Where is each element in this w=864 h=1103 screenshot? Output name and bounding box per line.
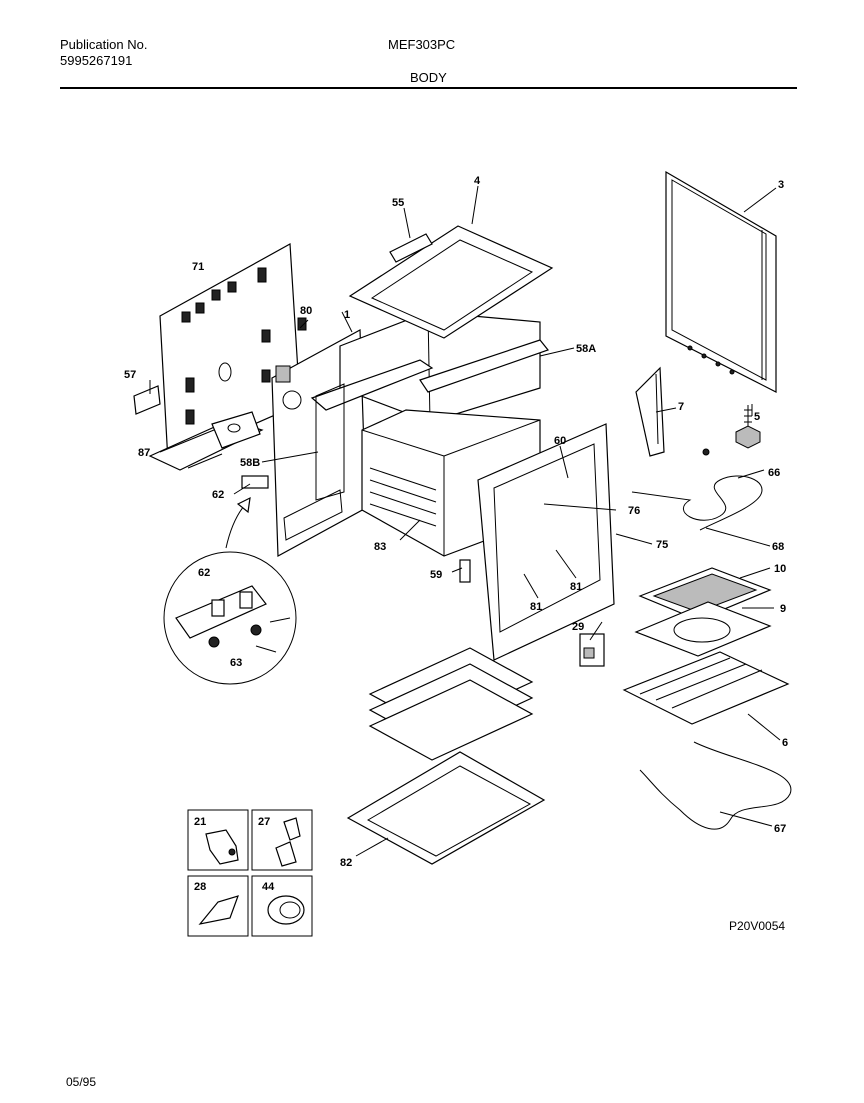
callout-58a: 58A — [576, 343, 596, 355]
callout-83: 83 — [374, 541, 386, 553]
model-number: MEF303PC — [388, 37, 456, 52]
callout-28: 28 — [194, 881, 206, 893]
callout-57: 57 — [124, 369, 136, 381]
callout-27: 27 — [258, 816, 270, 828]
callout-71: 71 — [192, 261, 204, 273]
clip-part — [297, 317, 307, 331]
latch-part — [579, 633, 605, 667]
drawing-code: P20V0054 — [729, 919, 786, 933]
part-28-icon — [198, 895, 239, 925]
hinge-part — [635, 366, 665, 457]
part-27-icon — [275, 817, 301, 867]
part-21-icon — [205, 829, 239, 865]
callout-3: 3 — [778, 179, 784, 191]
inset-boxes — [187, 809, 313, 937]
callout-21: 21 — [194, 816, 206, 828]
callout-67: 67 — [774, 823, 786, 835]
broil-pan-grid-part — [638, 567, 772, 621]
cover-plate-part — [133, 385, 161, 415]
front-frame-part — [477, 423, 615, 661]
callout-58b: 58B — [240, 457, 260, 469]
wire-harness-part — [639, 741, 792, 830]
callout-80: 80 — [300, 305, 312, 317]
broil-pan-part — [634, 601, 772, 657]
oven-rack-part — [622, 651, 790, 725]
callout-6: 6 — [782, 737, 788, 749]
publication-label: Publication No. — [60, 37, 148, 52]
callout-1: 1 — [344, 309, 350, 321]
callout-60: 60 — [554, 435, 566, 447]
callout-7: 7 — [678, 401, 684, 413]
drawer-part — [346, 751, 546, 865]
callout-75: 75 — [656, 539, 668, 551]
callout-10: 10 — [774, 563, 786, 575]
revision-date: 05/95 — [66, 1075, 97, 1089]
callout-76: 76 — [628, 505, 640, 517]
spacer-part — [459, 559, 471, 583]
callout-81-left: 81 — [530, 601, 542, 613]
callout-62-detail: 62 — [198, 567, 210, 579]
callout-59: 59 — [430, 569, 442, 581]
rear-panel-part — [159, 243, 301, 463]
header-rule — [60, 87, 797, 89]
callout-44: 44 — [262, 881, 275, 893]
insulation-part — [368, 647, 534, 761]
callout-68: 68 — [772, 541, 784, 553]
callout-labels: 1 3 4 5 6 7 9 10 21 27 28 29 44 55 57 58… — [124, 175, 788, 893]
publication-number: 5995267191 — [60, 53, 133, 68]
callout-87: 87 — [138, 447, 150, 459]
top-panel-part — [348, 225, 554, 339]
gasket-left-part — [315, 383, 345, 501]
callout-5: 5 — [754, 411, 760, 423]
callout-81-right: 81 — [570, 581, 582, 593]
trim-strip-part — [389, 233, 433, 263]
section-title: BODY — [410, 70, 447, 85]
callout-4: 4 — [474, 175, 481, 187]
callout-62: 62 — [212, 489, 224, 501]
bake-element-part — [631, 475, 763, 531]
callout-9: 9 — [780, 603, 786, 615]
leader-lines — [149, 185, 781, 857]
detail-inset — [163, 496, 297, 685]
cabinet-wrapper-part — [310, 311, 549, 423]
callout-55: 55 — [392, 197, 404, 209]
callout-63: 63 — [230, 657, 242, 669]
callout-66: 66 — [768, 467, 780, 479]
bracket-part — [148, 411, 264, 471]
side-panel-part — [665, 170, 777, 393]
callout-29: 29 — [572, 621, 584, 633]
callout-82: 82 — [340, 857, 352, 869]
leveling-leg-part — [735, 405, 761, 449]
part-44-icon — [267, 895, 305, 925]
